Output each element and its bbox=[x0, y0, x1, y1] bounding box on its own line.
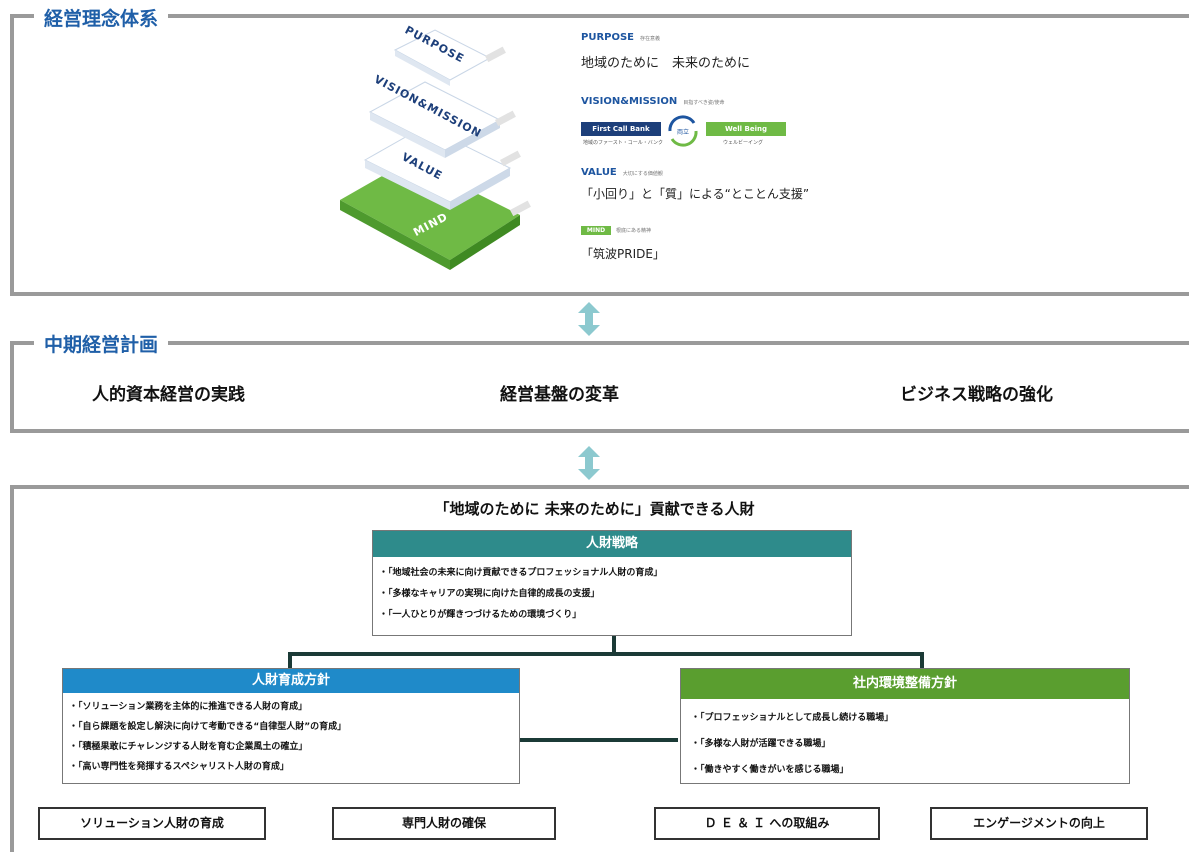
connector-line bbox=[288, 652, 292, 670]
environment-policy-line: ・「プロフェッショナルとして成長し続ける職場」 bbox=[691, 713, 894, 723]
first-call-bank-caption: 地域のファースト・コール・バンク bbox=[583, 140, 664, 146]
development-policy-box: 人財育成方針 ・「ソリューション業務を主体的に推進できる人財の育成」 ・「自ら課… bbox=[62, 668, 520, 784]
connector-line bbox=[920, 652, 924, 670]
plan-title: 中期経営計画 bbox=[34, 333, 169, 357]
well-being-pill: Well Being bbox=[706, 122, 786, 136]
connector-line bbox=[612, 634, 616, 654]
development-policy-title: 人財育成方針 bbox=[63, 669, 519, 693]
philosophy-title: 経営理念体系 bbox=[34, 7, 169, 31]
philosophy-pyramid bbox=[340, 29, 531, 270]
philosophy-frame bbox=[10, 14, 1189, 296]
hr-strategy-line: ・「地域社会の未来に向け貢献できるプロフェッショナル人財の育成」 bbox=[379, 568, 663, 578]
mind-layer bbox=[340, 160, 520, 260]
mind-heading: MIND bbox=[581, 226, 611, 235]
plan-item-business: ビジネス戦略の強化 bbox=[900, 385, 1053, 405]
hr-strategy-line: ・「多様なキャリアの実現に向けた自律的成長の支援」 bbox=[379, 589, 600, 599]
environment-policy-line: ・「働きやすく働きがいを感じる職場」 bbox=[691, 765, 849, 775]
double-arrow-icon bbox=[578, 446, 600, 480]
hr-strategy-box: 人財戦略 ・「地域社会の未来に向け貢献できるプロフェッショナル人財の育成」 ・「… bbox=[372, 530, 852, 636]
first-call-bank-pill: First Call Bank bbox=[581, 122, 661, 136]
purpose-text: 地域のために 未来のために bbox=[581, 56, 751, 71]
connector-line bbox=[288, 652, 924, 656]
strategy-headline: 「地域のために 未来のために」貢献できる人財 bbox=[434, 500, 755, 518]
mind-sub: 根底にある精神 bbox=[616, 228, 652, 234]
plan-item-foundation: 経営基盤の変革 bbox=[500, 385, 619, 405]
hr-strategy-line: ・「一人ひとりが輝きつづけるための環境づくり」 bbox=[379, 610, 582, 620]
strategy-frame bbox=[10, 485, 1189, 852]
initiative-dei: Ｄ Ｅ ＆ Ｉ への取組み bbox=[654, 807, 880, 840]
development-policy-line: ・「高い専門性を発揮するスペシャリスト人財の育成」 bbox=[69, 762, 289, 772]
cycle-center-label: 両立 bbox=[677, 128, 689, 136]
connector-line bbox=[518, 738, 678, 742]
initiative-specialist-hiring: 専門人財の確保 bbox=[332, 807, 556, 840]
value-text: 「小回り」と「質」による“とことん支援” bbox=[581, 187, 810, 201]
environment-policy-line: ・「多様な人財が活躍できる職場」 bbox=[691, 739, 831, 749]
environment-policy-box: 社内環境整備方針 ・「プロフェッショナルとして成長し続ける職場」 ・「多様な人財… bbox=[680, 668, 1130, 784]
initiative-engagement: エンゲージメントの向上 bbox=[930, 807, 1148, 840]
initiative-solution-talent: ソリューション人財の育成 bbox=[38, 807, 266, 840]
plan-frame bbox=[10, 341, 1189, 433]
hr-strategy-title: 人財戦略 bbox=[373, 531, 851, 557]
development-policy-line: ・「積極果敢にチャレンジする人財を育む企業風土の確立」 bbox=[69, 742, 308, 752]
environment-policy-title: 社内環境整備方針 bbox=[681, 669, 1129, 699]
plan-item-human-capital: 人的資本経営の実践 bbox=[92, 385, 245, 405]
mind-text: 「筑波PRIDE」 bbox=[581, 247, 665, 261]
well-being-caption: ウェルビーイング bbox=[723, 140, 764, 146]
development-policy-line: ・「自ら課題を設定し解決に向けて考動できる“自律型人財”の育成」 bbox=[69, 722, 347, 732]
development-policy-line: ・「ソリューション業務を主体的に推進できる人財の育成」 bbox=[69, 702, 308, 712]
double-arrow-icon bbox=[578, 302, 600, 336]
cycle-icon: 両立 bbox=[668, 115, 698, 147]
